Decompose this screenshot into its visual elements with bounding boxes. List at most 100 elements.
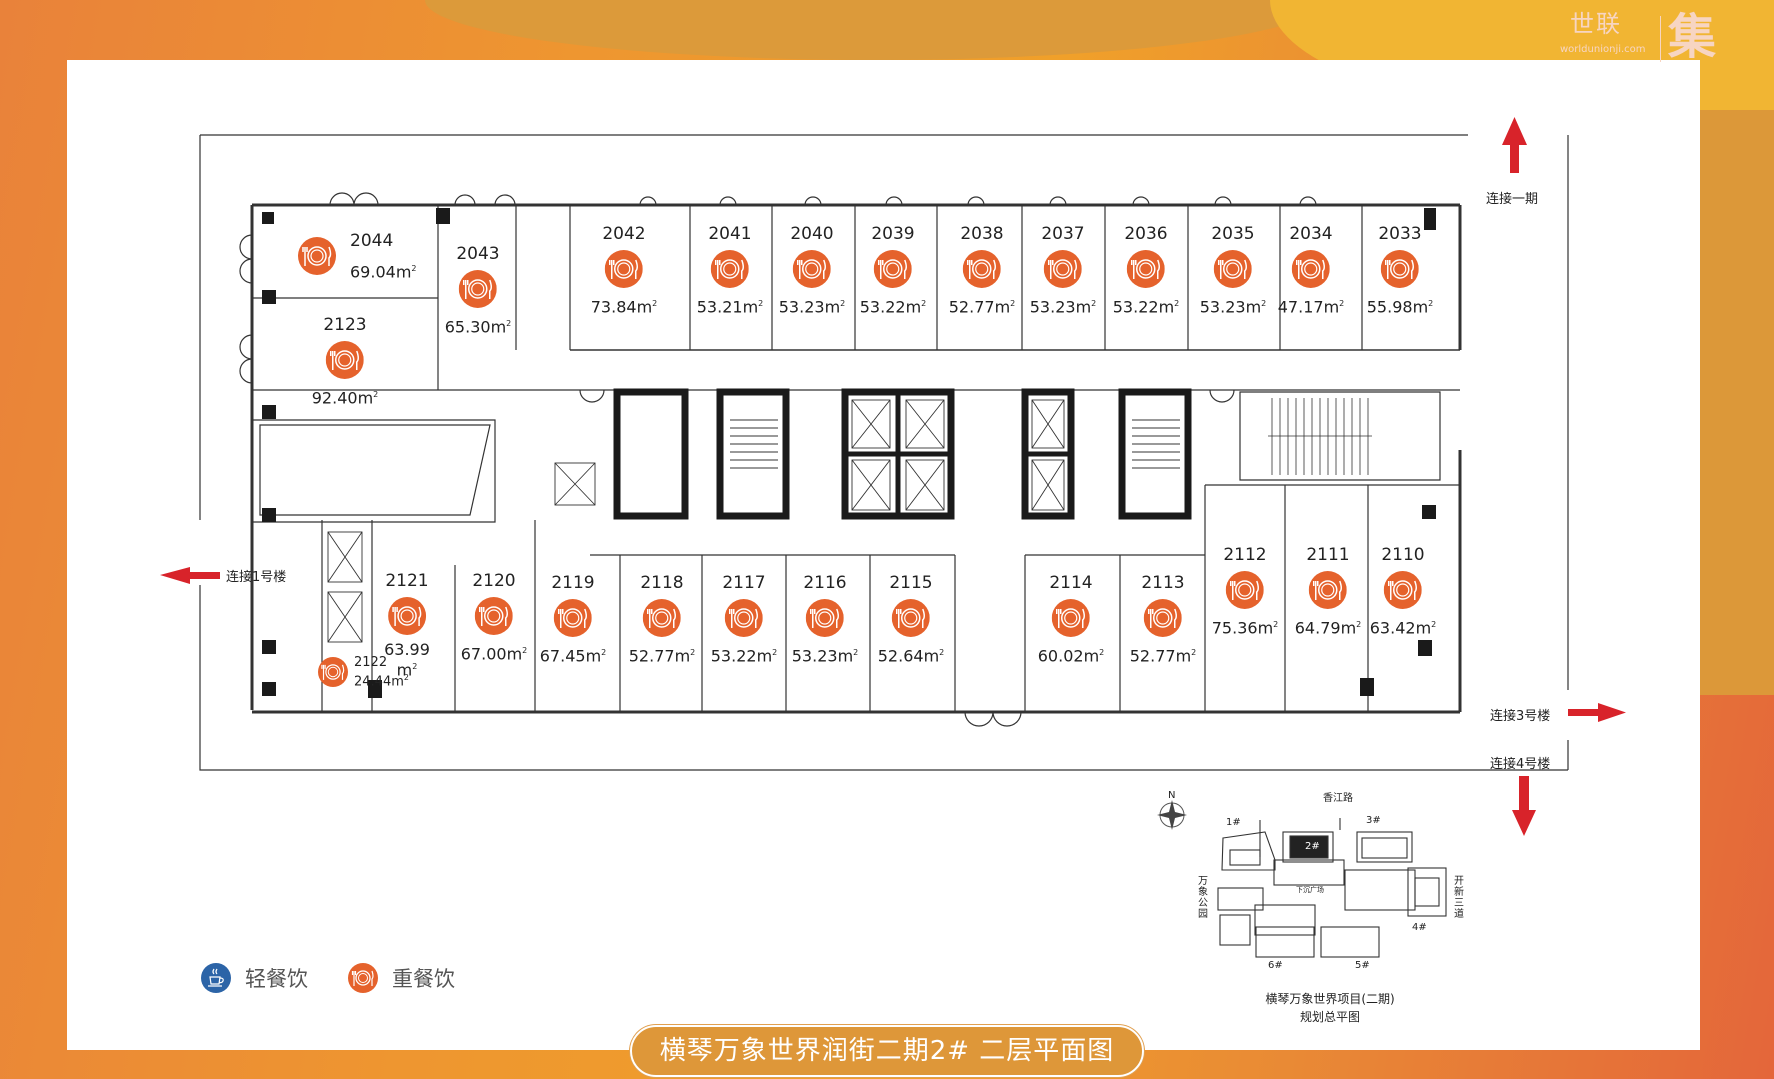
- plate-cutlery-icon: [459, 270, 497, 308]
- unit-number: 2039: [871, 224, 915, 244]
- unit-area: 53.22m2: [710, 646, 778, 666]
- unit-number: 2042: [602, 224, 646, 244]
- road-left-label: 万象公园: [1198, 876, 1208, 920]
- unit-area: 53.21m2: [696, 297, 764, 317]
- unit-2038[interactable]: 2038 52.77m2: [949, 224, 1016, 317]
- unit-2122[interactable]: 2122 24.44m2: [318, 655, 409, 689]
- unit-number: 2112: [1223, 545, 1267, 565]
- unit-area: 73.84m2: [590, 297, 658, 317]
- unit-area: 52.77m2: [1129, 646, 1197, 666]
- brand-mark: 集: [1668, 9, 1717, 65]
- unit-area: 53.22m2: [1112, 297, 1180, 317]
- unit-2042[interactable]: 2042 73.84m2: [591, 224, 658, 317]
- building-label: 4#: [1412, 922, 1427, 933]
- plate-cutlery-icon: [892, 599, 930, 637]
- unit-area: 69.04m2: [350, 262, 417, 282]
- boundary-line: [1468, 135, 1569, 771]
- unit-area: 52.77m2: [628, 646, 696, 666]
- label-connect-building1: 连接1号楼: [226, 570, 287, 585]
- plate-cutlery-icon: [874, 250, 912, 288]
- plate-cutlery-icon: [1226, 571, 1264, 609]
- building-label: 1#: [1226, 817, 1241, 828]
- site-plan-title: 横琴万象世界项目(二期) 规划总平图: [1245, 990, 1415, 1026]
- unit-number: 2035: [1211, 224, 1255, 244]
- stair-core: [716, 388, 790, 520]
- unit-number: 2036: [1124, 224, 1168, 244]
- unit-area: 24.44m2: [354, 673, 409, 690]
- plate-cutlery-icon: [1384, 571, 1422, 609]
- plate-cutlery-icon: [963, 250, 1001, 288]
- plate-cutlery-icon: [1127, 250, 1165, 288]
- plate-cutlery-icon: [1214, 250, 1252, 288]
- compass-north-label: N: [1168, 790, 1176, 801]
- brand-name: 世联: [1570, 10, 1622, 38]
- unit-number: 2120: [472, 571, 516, 591]
- stair-core: [1118, 388, 1192, 520]
- unit-area: 67.45m2: [539, 646, 607, 666]
- unit-number: 2122: [354, 655, 388, 670]
- plate-cutlery-icon: [643, 599, 681, 637]
- legend-item-heavy-dining: 重餐饮: [348, 963, 455, 993]
- unit-2034[interactable]: 2034 47.17m2: [1278, 224, 1345, 317]
- plate-cutlery-icon: [1309, 571, 1347, 609]
- unit-number: 2037: [1041, 224, 1085, 244]
- plate-cutlery-icon: [388, 597, 426, 635]
- unit-number: 2038: [960, 224, 1004, 244]
- unit-number: 2110: [1381, 545, 1425, 565]
- arrow-right-icon: [1568, 703, 1626, 722]
- plate-cutlery-icon: [711, 250, 749, 288]
- unit-2115[interactable]: 2115 52.64m2: [878, 573, 945, 666]
- unit-number: 2118: [640, 573, 684, 593]
- plate-cutlery-icon: [1292, 250, 1330, 288]
- unit-area: 65.30m2: [444, 317, 512, 337]
- unit-number: 2115: [889, 573, 933, 593]
- road-right-label: 开新三道: [1454, 876, 1464, 920]
- plate-cutlery-icon: [1044, 250, 1082, 288]
- brand-url: worldunionji.com: [1560, 44, 1646, 55]
- unit-area: 52.77m2: [948, 297, 1016, 317]
- unit-2035[interactable]: 2035 53.23m2: [1200, 224, 1267, 317]
- core-room: [613, 388, 689, 520]
- arrow-left-icon: [160, 567, 220, 584]
- unit-number: 2041: [708, 224, 752, 244]
- legend-label: 重餐饮: [392, 967, 455, 991]
- unit-area: 53.23m2: [791, 646, 859, 666]
- connection-arrows: [160, 117, 1626, 836]
- unit-number: 2034: [1289, 224, 1333, 244]
- unit-area: 53.23m2: [1199, 297, 1267, 317]
- unit-2044[interactable]: 2044 69.04m2: [298, 231, 417, 282]
- unit-2041[interactable]: 2041 53.21m2: [697, 224, 764, 317]
- unit-number: 2111: [1306, 545, 1350, 565]
- plate-cutlery-icon: [554, 599, 592, 637]
- plate-cutlery-icon: [298, 237, 336, 275]
- unit-area: 47.17m2: [1277, 297, 1345, 317]
- unit-number: 2044: [350, 231, 394, 251]
- unit-area: 52.64m2: [877, 646, 945, 666]
- plate-cutlery-icon: [793, 250, 831, 288]
- unit-2036[interactable]: 2036 53.22m2: [1113, 224, 1180, 317]
- unit-2117[interactable]: 2117 53.22m2: [711, 573, 778, 666]
- building-label: 5#: [1355, 960, 1370, 971]
- unit-area: 75.36m2: [1211, 618, 1279, 638]
- unit-number: 2117: [722, 573, 766, 593]
- unit-2112[interactable]: 2112 75.36m2: [1212, 545, 1279, 638]
- background-shape: [1700, 110, 1774, 695]
- unit-2118[interactable]: 2118 52.77m2: [629, 573, 696, 666]
- plate-cutlery-icon: [806, 599, 844, 637]
